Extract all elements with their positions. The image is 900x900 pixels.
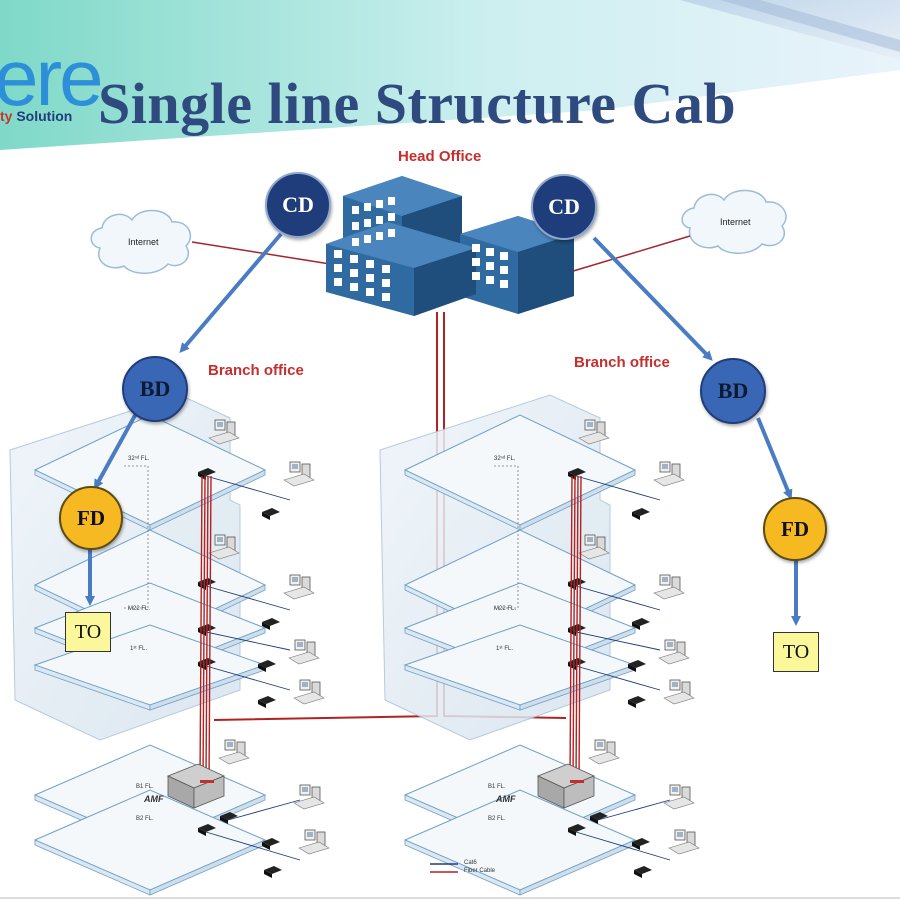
switch-icon (264, 866, 282, 878)
workstation-icon (663, 784, 695, 810)
to-node-right: TO (773, 632, 819, 672)
workstation-icon (283, 574, 315, 600)
floor-label-top-left: 32ⁿᵈ FL. (128, 456, 150, 462)
fiber-riser (208, 475, 212, 781)
logo-mark: ere (0, 33, 104, 122)
arrow-cd-to-bd-left (179, 232, 283, 354)
workstation-icon (283, 461, 315, 487)
legend-fiber-label: Fiber Cable (464, 868, 496, 874)
switch-icon (632, 508, 650, 520)
switch-icon (628, 696, 646, 708)
server-icon (166, 763, 226, 809)
fiber-riser (205, 475, 209, 781)
workstation-icon (653, 574, 685, 600)
switch-icon (262, 508, 280, 520)
cloud-icon (90, 209, 192, 274)
floor-label-first-right: 1ˢᵗ FL. (496, 646, 514, 652)
switch-icon (220, 812, 238, 824)
branch-office-right-label: Branch office (574, 354, 670, 371)
arrow-bd-to-fd-right (756, 417, 793, 500)
fd-node-right: FD (763, 497, 827, 561)
bd-node-right: BD (700, 358, 766, 424)
head-office-label: Head Office (398, 148, 482, 165)
header-banner-shape (680, 0, 900, 60)
switch-icon (632, 838, 650, 850)
switch-icon (258, 696, 276, 708)
page-title: Single line Structure Cab (98, 71, 737, 136)
logo-subtitle: ty Solution (0, 108, 73, 124)
cd-node-left: CD (265, 172, 331, 238)
workstation-icon (298, 829, 330, 855)
workstation-icon (208, 419, 240, 445)
workstation-icon (293, 784, 325, 810)
workstation-icon (658, 639, 690, 665)
switch-icon (632, 618, 650, 630)
building-icon (326, 176, 574, 316)
bd-node-left: BD (122, 356, 188, 422)
workstation-icon (588, 739, 620, 765)
floor-label-b1-right: B1 FL. (488, 784, 506, 790)
legend (430, 863, 458, 873)
workstation-icon (218, 739, 250, 765)
workstation-icon (663, 679, 695, 705)
fiber-riser (578, 475, 582, 781)
internet-left-label: Internet (128, 237, 159, 247)
fiber-riser (199, 475, 203, 781)
switch-icon (262, 618, 280, 630)
switch-icon (568, 824, 586, 836)
amf-label-right: AMF (496, 794, 516, 804)
server-icon (536, 763, 596, 809)
workstation-icon (668, 829, 700, 855)
fiber-riser (202, 475, 206, 781)
to-node-left: TO (65, 612, 111, 652)
arrow-cd-to-bd-right (592, 236, 713, 361)
floor-label-top-right: 32ⁿᵈ FL. (494, 456, 516, 462)
arrow-bd-to-fd-left (94, 409, 140, 490)
cd-node-right: CD (531, 174, 597, 240)
switch-icon (634, 866, 652, 878)
workstation-icon (653, 461, 685, 487)
amf-label-left: AMF (144, 794, 164, 804)
switch-icon (628, 660, 646, 672)
workstation-icon (578, 419, 610, 445)
internet-right-label: Internet (720, 217, 751, 227)
legend-cat6-label: Cat6 (464, 860, 477, 866)
workstation-icon (208, 534, 240, 560)
switch-icon (262, 838, 280, 850)
fiber-riser (569, 475, 573, 781)
cloud-icon (681, 189, 787, 254)
switch-icon (590, 812, 608, 824)
floor-label-b1-left: B1 FL. (136, 784, 154, 790)
floor-label-first-left: 1ˢᵗ FL. (130, 646, 148, 652)
floor-label-mezz-right: M22 FL. (494, 606, 517, 612)
floor-label-b2-right: B2 FL. (488, 816, 506, 822)
branch-office-left-label: Branch office (208, 362, 304, 379)
workstation-icon (578, 534, 610, 560)
floor-label-b2-left: B2 FL. (136, 816, 154, 822)
floor-label-mezz-left: M22 FL. (128, 606, 151, 612)
workstation-icon (288, 639, 320, 665)
switch-icon (258, 660, 276, 672)
switch-icon (198, 824, 216, 836)
fd-node-left: FD (59, 486, 123, 550)
workstation-icon (293, 679, 325, 705)
header-banner (0, 0, 900, 150)
fiber-riser (575, 475, 579, 781)
fiber-riser (572, 475, 576, 781)
